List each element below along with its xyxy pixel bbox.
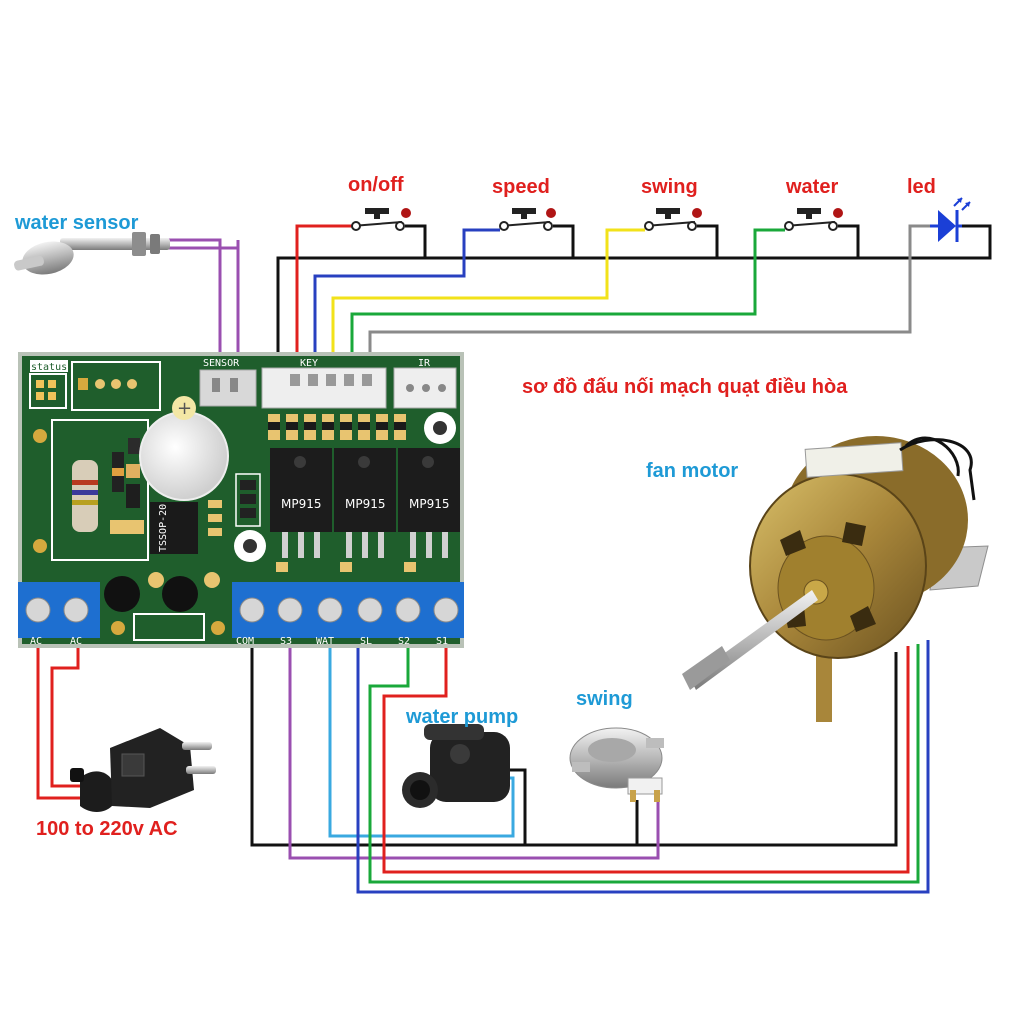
wire-ac-red-1 [36,640,80,800]
wire-common-black [276,224,992,392]
wire-speed-black [553,224,575,258]
wire-sl-blue [356,640,930,894]
wire-s3-purple [288,640,660,860]
terminal-block-ac: AC AC [18,582,100,647]
wire-pump-black [505,768,527,845]
terminal-ac-2: AC [70,636,82,647]
triac-3: MP915 [398,448,460,558]
sensor-header-label: SENSOR [203,358,240,369]
power-plug-icon [70,728,216,812]
push-button-swing[interactable] [644,208,702,231]
ic-label: TSSOP-20 [158,504,169,552]
fan-motor-icon [682,436,989,722]
wire-wat-cyan [328,640,515,838]
key-header-label: KEY [300,358,318,369]
label-swing-motor: swing [576,688,633,710]
water-sensor-float [14,232,170,275]
label-water: water [786,176,839,198]
wire-sensor-purple-1 [160,238,222,392]
led-symbol [930,197,971,242]
terminal-sl: SL [360,636,372,647]
label-onoff: on/off [348,174,404,196]
terminal-block-loads: COM S3 WAT SL S2 S1 [232,582,464,647]
wire-swing-black [697,224,719,258]
key-wires [160,224,992,392]
wire-onoff-red [295,224,352,392]
diagram-title: sơ đồ đấu nối mạch quạt điều hòa [522,376,848,398]
terminal-ac-1: AC [30,636,42,647]
wire-water-black [838,224,860,258]
triac-2: MP915 [334,448,396,558]
water-pump-icon [402,724,510,808]
svg-text:+: + [177,398,192,419]
label-fan-motor: fan motor [646,460,739,482]
terminal-s3: S3 [280,636,292,647]
label-water-sensor: water sensor [15,212,139,234]
push-button-water[interactable] [784,208,843,231]
terminal-wat: WAT [316,636,334,647]
wire-water-green [350,228,785,392]
push-button-speed[interactable] [499,208,556,231]
load-wires [36,640,930,894]
terminal-com: COM [236,636,254,647]
label-power: 100 to 220v AC [36,818,178,840]
wire-onoff-black [405,224,427,258]
triac-1: MP915 [270,448,332,558]
wire-sensor-purple-2 [160,240,240,392]
label-led: led [907,176,936,198]
terminal-s1: S1 [436,636,448,647]
wire-ac-red-2 [50,640,80,788]
triac-2-label: MP915 [345,497,386,511]
swing-motor-icon [569,727,664,802]
wire-speed-blue [313,228,500,392]
push-button-onoff[interactable] [351,208,411,231]
label-water-pump: water pump [406,706,519,728]
wire-swing-yellow [331,228,645,392]
triac-3-label: MP915 [409,497,450,511]
triac-1-label: MP915 [281,497,322,511]
label-swing: swing [641,176,698,198]
wire-s1-red [382,640,910,874]
wire-com-black [250,640,898,847]
terminal-s2: S2 [398,636,410,647]
wire-s2-green [368,640,920,884]
ir-header-label: IR [418,358,431,369]
label-speed: speed [492,176,550,198]
status-label: status [31,362,67,373]
